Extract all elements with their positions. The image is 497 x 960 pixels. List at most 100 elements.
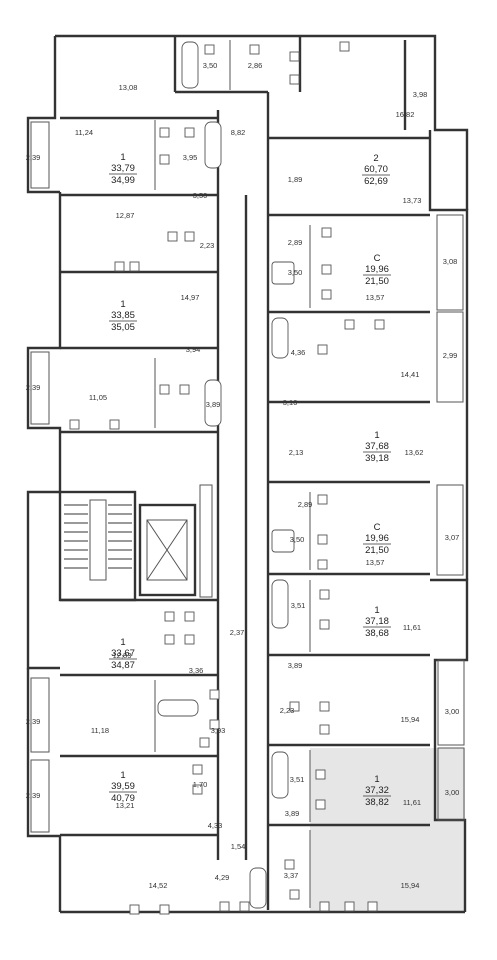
area-label: 3,50 [203,61,218,70]
fixture [284,859,295,870]
fixture [249,44,260,55]
area-label: 3,37 [284,871,299,880]
fixture [184,127,195,138]
area-label: 3,51 [290,775,305,784]
fixture [199,737,210,748]
apartment-total: 34,87 [111,660,135,671]
area-label: 3,95 [183,153,198,162]
fixture [317,559,328,570]
apartment-living: 33,67 [111,648,135,659]
fixture [192,784,203,795]
area-label: 3,93 [211,726,226,735]
area-label: 2,23 [200,241,215,250]
apartment-type: 2 [373,153,378,164]
fixture [317,494,328,505]
apartment-total: 62,69 [364,176,388,187]
area-label: 15,94 [401,715,420,724]
apartment-living: 60,70 [364,164,388,175]
apartment-total: 21,50 [365,545,389,556]
right-dividers [268,136,430,908]
area-label: 4,33 [208,821,223,830]
apartment-total: 40,79 [111,793,135,804]
fixture [219,901,230,912]
apartment-total: 38,68 [365,628,389,639]
apartment-type: 1 [120,299,125,310]
apartment-type: 1 [374,430,379,441]
apartment-total: 39,18 [365,453,389,464]
fixture [159,904,170,915]
left-dividers [60,116,218,837]
area-label: 2,39 [26,153,41,162]
fixture [319,619,330,630]
fixture [321,227,332,238]
fixture [167,231,178,242]
apartment-living: 33,79 [111,163,135,174]
area-label: 11,18 [91,726,109,735]
area-label: 8,82 [231,128,246,137]
area-label: 2,39 [26,791,41,800]
fixture [321,289,332,300]
apartment-type: С [374,253,381,264]
area-label: 14,41 [401,370,420,379]
area-label: 2,86 [248,61,263,70]
fixture [184,634,195,645]
area-label: 3,08 [443,257,458,266]
fixtures [69,41,385,915]
fixture [109,419,120,430]
apartment-living: 19,96 [365,264,389,275]
area-label: 12,87 [116,211,135,220]
area-label: 13,73 [403,196,422,205]
area-label: 3,89 [288,661,303,670]
apartment-type: 1 [120,152,125,163]
fixture [367,901,378,912]
balconies [30,121,465,833]
fixture [319,589,330,600]
fixture [129,904,140,915]
corridor-walls [216,110,270,910]
area-label: 13,08 [119,83,138,92]
fixture [374,319,385,330]
area-label: 11,05 [89,393,107,402]
fixture [209,689,220,700]
apartment-living: 37,68 [365,441,389,452]
area-label: 3,89 [206,400,221,409]
area-label: 3,94 [186,345,201,354]
fixture [179,384,190,395]
fixture [344,901,355,912]
fixture [159,384,170,395]
fixture [319,901,330,912]
area-label: 2,99 [443,351,458,360]
area-label: 3,51 [291,601,306,610]
area-label: 13,57 [366,558,385,567]
area-label: 11,61 [403,623,421,632]
area-label: 14,52 [149,881,168,890]
fixture [319,724,330,735]
area-label: 3,00 [445,707,460,716]
unit-labels: 133,7934,99260,7062,69С19,9621,50133,853… [109,152,391,808]
area-label: 3,16 [283,398,298,407]
fixture [339,41,350,52]
fixture [69,419,80,430]
apartment-total: 38,82 [365,797,389,808]
selected-apartment-highlight [310,748,465,912]
area-label: 13,57 [366,293,385,302]
area-label: 3,50 [288,268,303,277]
area-label: 3,36 [189,666,204,675]
area-label: 15,94 [401,881,420,890]
apartment-type: 1 [374,774,379,785]
area-label: 1,54 [231,842,246,851]
area-label: 2,89 [298,500,313,509]
area-label: 13,21 [116,801,135,810]
